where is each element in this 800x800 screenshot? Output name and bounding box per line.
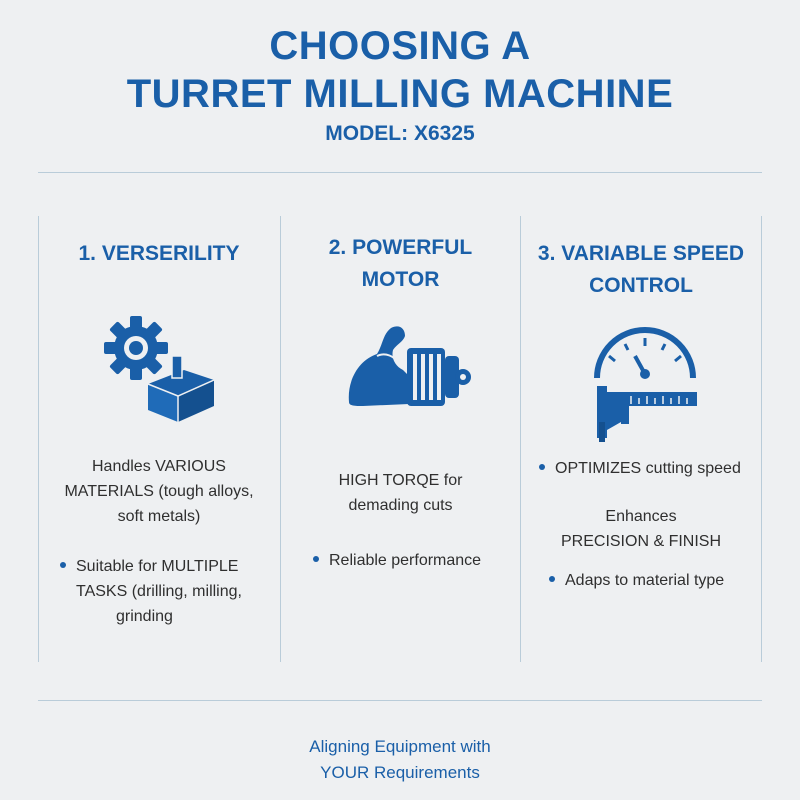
bullet-item: Adaps to material type	[549, 568, 759, 593]
gauge-caliper-icon	[591, 326, 701, 446]
subtitle: MODEL: X6325	[325, 122, 475, 145]
text-line: soft metals)	[117, 508, 201, 525]
title-line-2: TURRET MILLING MACHINE	[126, 72, 674, 116]
top-divider	[38, 172, 762, 173]
bullet-text: OPTIMIZES cutting speed	[555, 460, 741, 477]
gear-box-icon	[102, 314, 222, 424]
heading-line: CONTROL	[589, 274, 693, 297]
footer-tagline: Aligning Equipment with YOUR Requirement…	[0, 734, 800, 786]
text-line: PRECISION & FINISH	[560, 533, 722, 550]
footer-line: YOUR Requirements	[320, 763, 480, 782]
column-powerful-motor: 2. POWERFUL MOTOR HIGH TORQE for demadin…	[281, 216, 520, 662]
feature-text: Enhances PRECISION & FINISH	[521, 504, 761, 554]
column-variable-speed: 3. VARIABLE SPEED CONTROL	[521, 216, 761, 662]
bottom-divider	[38, 700, 762, 701]
heading-line: 3. VARIABLE SPEED	[537, 242, 745, 265]
bullet-item: Reliable performance	[313, 548, 513, 573]
bullet-dot	[539, 463, 545, 470]
column-border-left	[38, 216, 39, 662]
bullet-item: OPTIMIZES cutting speed	[539, 456, 761, 481]
feature-text: HIGH TORQE for demading cuts	[281, 468, 520, 518]
column-heading: 2. POWERFUL MOTOR	[281, 232, 520, 296]
feature-text: Handles VARIOUS MATERIALS (tough alloys,…	[38, 454, 280, 529]
bullet-dot	[60, 561, 66, 568]
bullet-item: Suitable for MULTIPLE TASKS (drilling, m…	[60, 554, 270, 629]
heading-line: MOTOR	[361, 268, 440, 291]
footer-line: Aligning Equipment with	[309, 737, 491, 756]
bullet-dot	[313, 555, 319, 562]
text-line: Enhances	[605, 508, 677, 525]
column-heading: 3. VARIABLE SPEED CONTROL	[521, 238, 761, 302]
bullet-dot	[549, 575, 555, 582]
text-line: MATERIALS (tough alloys,	[64, 483, 254, 500]
bullet-text: Reliable performance	[329, 552, 482, 569]
bullet-line: Suitable for MULTIPLE	[76, 558, 239, 575]
column-divider-1	[280, 216, 281, 662]
text-line: Handles VARIOUS	[92, 458, 226, 475]
bullet-text: Adaps to material type	[565, 572, 725, 589]
bullet-line: TASKS (drilling, milling,	[76, 583, 242, 600]
column-divider-2	[520, 216, 521, 662]
text-line: HIGH TORQE for	[338, 472, 463, 489]
heading-line: 2. POWERFUL	[328, 236, 473, 259]
column-border-right	[761, 216, 762, 662]
flexed-arm-motor-icon	[343, 316, 473, 416]
title-line-1: CHOOSING A	[269, 24, 531, 68]
column-heading: 1. VERSERILITY	[78, 242, 240, 265]
text-line: demading cuts	[348, 497, 453, 514]
column-versatility: 1. VERSERILITY	[38, 216, 280, 662]
bullet-line: grinding	[116, 608, 173, 625]
